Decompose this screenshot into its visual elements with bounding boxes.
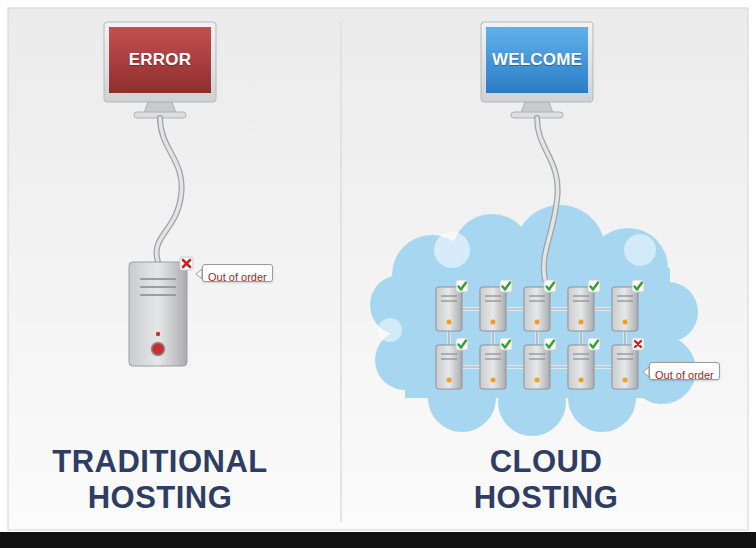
cable-outline xyxy=(156,118,181,262)
server-tower xyxy=(129,262,187,366)
bottom-bar xyxy=(0,532,756,548)
cable xyxy=(537,118,558,280)
monitor-screen: ERROR xyxy=(109,27,211,93)
monitor-screen: WELCOME xyxy=(486,27,588,93)
callout-text: Out of order xyxy=(655,369,714,381)
panel-heading: CLOUD HOSTING xyxy=(446,444,646,516)
cloud-server xyxy=(524,280,556,331)
cloud-server xyxy=(436,338,468,389)
callout-text: Out of order xyxy=(208,271,267,283)
cable xyxy=(156,118,181,262)
cloud-server xyxy=(480,280,512,331)
status-callout: Out of order xyxy=(649,362,720,380)
cloud-server xyxy=(568,338,600,389)
cloud-server xyxy=(436,280,468,331)
divider xyxy=(340,22,342,522)
screen-text: ERROR xyxy=(129,50,191,70)
screen-text: WELCOME xyxy=(492,50,582,70)
monitor-left xyxy=(104,22,216,118)
cloud-server xyxy=(568,280,600,331)
error-badge xyxy=(180,257,193,270)
cloud-server xyxy=(612,338,644,389)
panel-heading: TRADITIONAL HOSTING xyxy=(25,444,295,516)
panel xyxy=(8,8,748,530)
monitor-right xyxy=(481,22,593,118)
cable-outline xyxy=(537,118,558,280)
cloud-server xyxy=(480,338,512,389)
cloud xyxy=(370,205,698,436)
status-callout: Out of order xyxy=(202,264,273,282)
server-grid xyxy=(436,280,644,389)
cloud-server xyxy=(612,280,644,331)
cloud-server xyxy=(524,338,556,389)
